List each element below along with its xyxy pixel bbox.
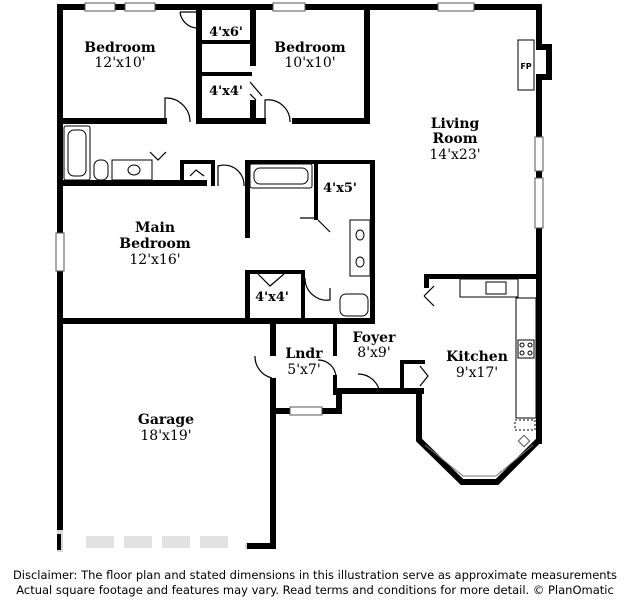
disclaimer: Disclaimer: The floor plan and stated di… [0, 568, 630, 598]
bedroom-a-name: Bedroom [84, 40, 156, 56]
bedroom-a-dim: 12'x10' [94, 55, 145, 71]
garage-dim: 18'x19' [140, 428, 191, 444]
bedroom-b-dim: 10'x10' [284, 55, 335, 71]
disclaimer-line-1: Disclaimer: The floor plan and stated di… [12, 568, 618, 582]
closet-a-dim: 4'x6' [209, 25, 243, 40]
room-labels: Bedroom 12'x10' 4'x6' 4'x4' Bedroom 10'x… [84, 25, 532, 444]
bedroom-b-name: Bedroom [274, 40, 346, 56]
closet-c-dim: 4'x5' [323, 181, 357, 196]
living-name-1: Living [431, 116, 480, 132]
laundry-dim: 5'x7' [287, 362, 320, 378]
main-bedroom-name-1: Main [135, 220, 175, 236]
main-bedroom-name-2: Bedroom [119, 236, 191, 252]
laundry-name: Lndr [285, 346, 323, 362]
living-dim: 14'x23' [429, 147, 480, 163]
main-bedroom-dim: 12'x16' [129, 252, 180, 268]
interior-walls [57, 4, 538, 412]
kitchen-dim: 9'x17' [456, 365, 498, 381]
floor-plan: Bedroom 12'x10' 4'x6' 4'x4' Bedroom 10'x… [55, 2, 552, 552]
kitchen-bay [416, 391, 542, 485]
kitchen-name: Kitchen [446, 349, 508, 365]
fireplace-label: FP [520, 62, 531, 71]
garage-name: Garage [138, 412, 194, 428]
foyer-name: Foyer [353, 330, 397, 346]
disclaimer-line-2: Actual square footage and features may v… [16, 583, 614, 597]
windows [55, 2, 544, 448]
closet-b-dim: 4'x4' [209, 84, 243, 99]
closet-d-dim: 4'x4' [255, 290, 289, 305]
doors [149, 11, 435, 395]
watermark [57, 530, 247, 552]
fixtures [63, 39, 537, 431]
foyer-dim: 8'x9' [357, 345, 390, 361]
living-name-2: Room [432, 131, 477, 147]
